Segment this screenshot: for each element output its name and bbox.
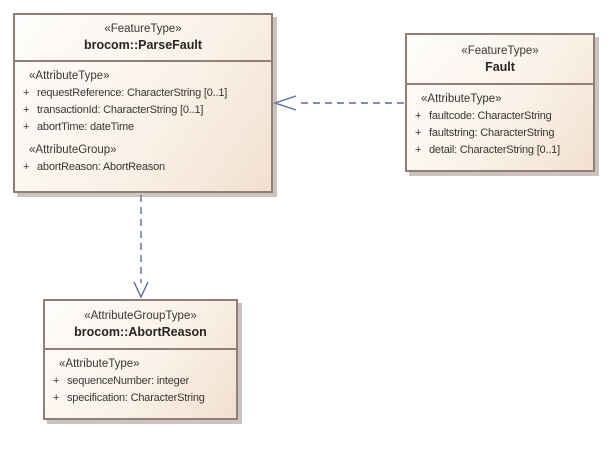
section-stereotype: «AttributeType» — [59, 358, 140, 370]
box-name: brocom::ParseFault — [83, 38, 203, 52]
box-name: Fault — [485, 59, 515, 74]
box-stereotype: «FeatureType» — [104, 23, 182, 35]
dependency-arrow-parsefault-to-abortreason[interactable] — [133, 195, 149, 299]
attribute-row[interactable]: + sequenceNumber: integer — [45, 373, 234, 390]
attribute-text: abortReason: AbortReason — [37, 161, 165, 173]
class-box-fault[interactable]: «FeatureType» Fault «AttributeType» + fa… — [405, 33, 595, 172]
open-arrowhead-icon — [272, 95, 297, 111]
box-stereotype: «FeatureType» — [461, 44, 539, 57]
attribute-row[interactable]: + faultstring: CharacterString — [407, 125, 591, 142]
attribute-row[interactable]: + requestReference: CharacterString [0..… — [15, 85, 269, 102]
attribute-text: requestReference: CharacterString [0..1] — [37, 87, 228, 99]
visibility-symbol: + — [415, 110, 422, 122]
box-header: «FeatureType» brocom::ParseFault — [15, 15, 271, 62]
visibility-symbol: + — [53, 375, 60, 387]
box-header: «AttributeGroupType» brocom::AbortReason — [45, 301, 236, 350]
class-box-abortreason[interactable]: «AttributeGroupType» brocom::AbortReason… — [43, 299, 238, 420]
box-name: brocom::AbortReason — [74, 325, 207, 339]
attribute-row[interactable]: + specification: CharacterString — [45, 390, 234, 407]
attribute-text: transactionId: CharacterString [0..1] — [37, 104, 204, 116]
attribute-row[interactable]: + transactionId: CharacterString [0..1] — [15, 102, 269, 119]
attribute-text: faultstring: CharacterString — [429, 127, 555, 139]
box-attributes-compartment: «AttributeType» + faultcode: CharacterSt… — [407, 85, 593, 163]
box-attributes-compartment: «AttributeType» + sequenceNumber: intege… — [45, 350, 236, 411]
attribute-text: specification: CharacterString — [67, 392, 205, 404]
attribute-text: faultcode: CharacterString — [429, 110, 552, 122]
visibility-symbol: + — [23, 87, 30, 99]
section-stereotype: «AttributeType» — [29, 70, 110, 82]
open-arrowhead-icon — [133, 281, 149, 299]
attribute-text: abortTime: dateTime — [37, 121, 134, 133]
box-header: «FeatureType» Fault — [407, 35, 593, 85]
box-attributes-compartment: «AttributeType» + requestReference: Char… — [15, 62, 271, 180]
attribute-row[interactable]: + faultcode: CharacterString — [407, 108, 591, 125]
attribute-text: detail: CharacterString [0..1] — [429, 144, 560, 156]
visibility-symbol: + — [53, 392, 60, 404]
visibility-symbol: + — [23, 104, 30, 116]
visibility-symbol: + — [415, 144, 422, 156]
visibility-symbol: + — [23, 161, 30, 173]
class-box-parsefault[interactable]: «FeatureType» brocom::ParseFault «Attrib… — [13, 13, 273, 193]
dependency-arrow-fault-to-parsefault[interactable] — [272, 95, 404, 111]
section-stereotype: «AttributeGroup» — [29, 144, 117, 156]
visibility-symbol: + — [23, 121, 30, 133]
visibility-symbol: + — [415, 127, 422, 139]
attribute-row[interactable]: + abortTime: dateTime — [15, 119, 269, 136]
section-stereotype: «AttributeType» — [421, 93, 502, 105]
attribute-row[interactable]: + detail: CharacterString [0..1] — [407, 142, 591, 159]
attribute-text: sequenceNumber: integer — [67, 375, 189, 387]
attribute-row[interactable]: + abortReason: AbortReason — [15, 159, 269, 176]
box-stereotype: «AttributeGroupType» — [84, 310, 197, 322]
